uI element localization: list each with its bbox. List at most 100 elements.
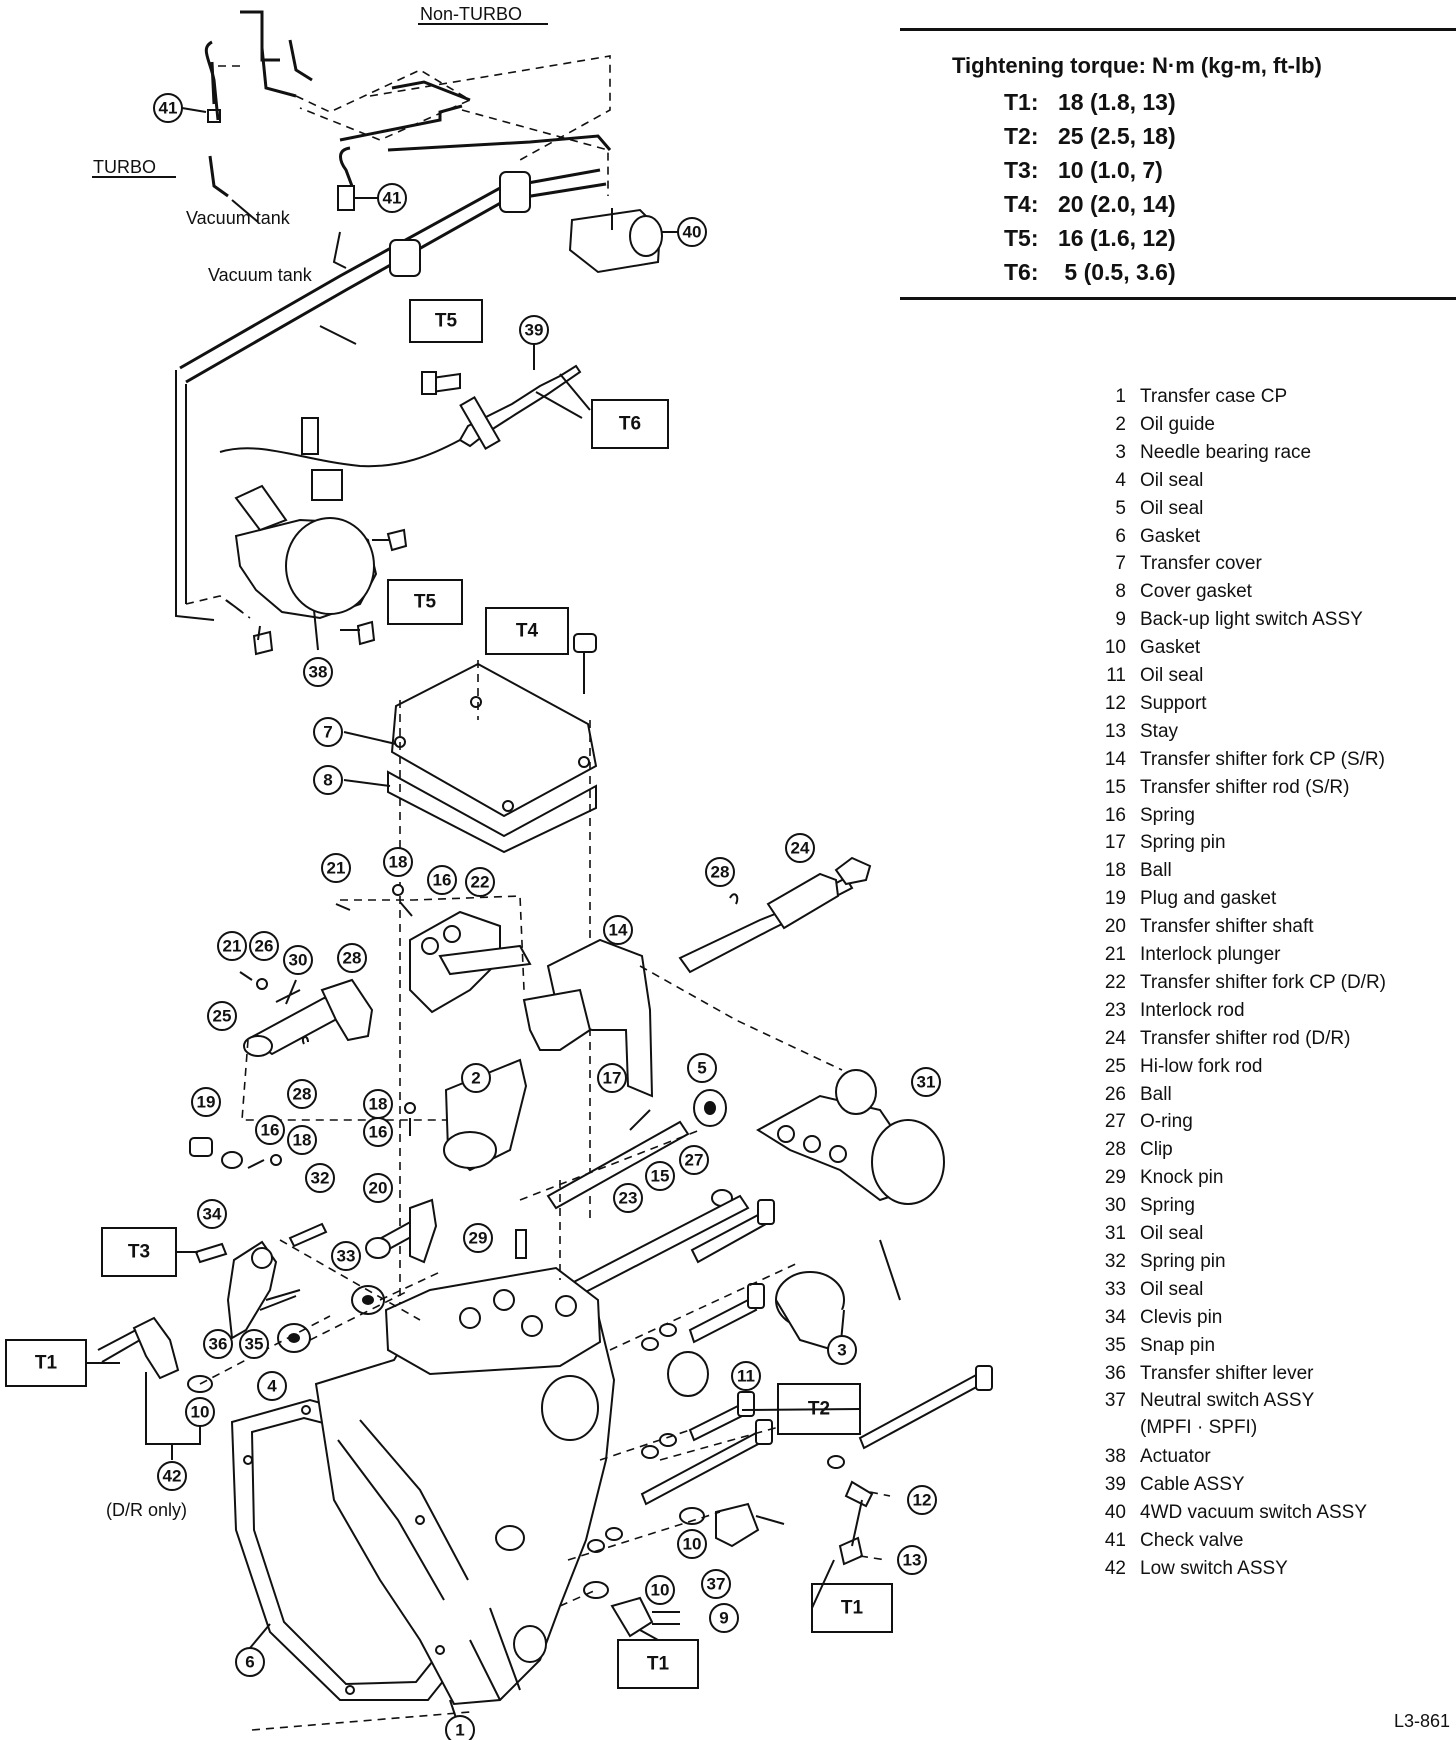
svg-text:6: 6	[245, 1653, 254, 1672]
legend-item: 30 Spring	[1090, 1195, 1195, 1217]
legend-item-text: Spring	[1140, 1195, 1195, 1217]
legend-item-text: Gasket	[1140, 525, 1201, 547]
svg-text:11: 11	[737, 1367, 755, 1386]
legend-item-text: Clevis pin	[1140, 1306, 1223, 1328]
cable-t6-leaders	[535, 373, 591, 419]
legend-item: 28 Clip	[1090, 1139, 1173, 1161]
cover-gasket-group	[343, 633, 598, 1320]
case-port	[495, 1525, 525, 1551]
shifter-rod-15	[546, 1120, 690, 1210]
legend-item-text: Spring pin	[1140, 832, 1226, 854]
svg-text:1: 1	[455, 1721, 464, 1740]
torque-row-t6: T6: 5 (0.5, 3.6)	[1004, 259, 1176, 286]
callout-42	[157, 1461, 187, 1491]
low-switch-wire	[97, 1329, 141, 1363]
legend-item-number: 38	[1104, 1446, 1126, 1468]
torque-value: 10 (1.0, 7)	[1058, 157, 1163, 183]
legend-item-text: O-ring	[1140, 1111, 1193, 1133]
fork-22-hole-b	[443, 925, 461, 943]
spring-pin-17	[629, 1109, 651, 1131]
legend-item-text: Transfer shifter lever	[1140, 1362, 1314, 1384]
torque-tag-t5-lower-text: T5	[414, 592, 437, 613]
legend-item-text: Transfer cover	[1140, 553, 1262, 575]
vacuum-tank-label-1: Vacuum tank	[186, 208, 291, 228]
callout-22	[465, 867, 495, 897]
shifter-rod-24-clevis	[834, 856, 872, 886]
torque-value: 18 (1.8, 13)	[1058, 89, 1176, 115]
svg-text:28: 28	[711, 863, 730, 882]
oil-seal-4-bore	[288, 1333, 300, 1343]
case-lower-ribs	[469, 1607, 521, 1701]
gasket-hole-1	[243, 1455, 253, 1465]
vacuum-switch-port	[629, 215, 663, 257]
actuator-callout-line	[313, 609, 319, 651]
bolt-head-t5-upper	[421, 371, 437, 395]
legend-item-number: 22	[1104, 971, 1126, 993]
ball-18-upper	[392, 884, 404, 896]
legend-item-text: Ball	[1140, 860, 1172, 882]
legend-item-text: Knock pin	[1140, 1167, 1224, 1189]
legend-item-number: 35	[1104, 1334, 1126, 1356]
legend-item-text: Clip	[1140, 1139, 1173, 1161]
svg-text:16: 16	[261, 1121, 280, 1140]
actuator-cable-group	[185, 364, 591, 656]
legend-item-number: 13	[1104, 720, 1126, 742]
callout-19	[191, 1087, 221, 1117]
torque-tag-t6	[591, 399, 669, 449]
callout-2	[461, 1063, 491, 1093]
cable-line	[219, 439, 461, 468]
svg-text:4: 4	[267, 1377, 277, 1396]
case-boss-4	[555, 1295, 577, 1317]
legend-item-text: Spring pin	[1140, 1250, 1226, 1272]
legend-item-number: 3	[1115, 441, 1126, 463]
case-dash-4	[559, 1589, 597, 1607]
bracket-tab	[319, 325, 357, 345]
actuator-dash	[185, 595, 251, 619]
pipe-elbow	[339, 146, 354, 187]
bracket-hole-1	[777, 1125, 795, 1143]
legend-item-text: Cover gasket	[1140, 581, 1252, 603]
plug-19	[189, 1137, 213, 1157]
legend-item-text: Oil seal	[1140, 497, 1204, 519]
turbo-label: TURBO	[93, 157, 156, 177]
callout-24	[785, 833, 815, 863]
callout-23	[613, 1183, 643, 1213]
race-3-sleeve	[775, 1299, 845, 1354]
callout-26	[249, 931, 279, 961]
callout-10-backup	[645, 1575, 675, 1605]
svg-text:41: 41	[159, 99, 178, 118]
svg-text:9: 9	[719, 1609, 728, 1628]
svg-text:10: 10	[683, 1535, 702, 1554]
legend-item-number: 33	[1104, 1278, 1126, 1300]
oil-seal-31-housing	[871, 1119, 945, 1205]
neutral-switch-wire	[755, 1515, 785, 1525]
bolt-long-2-head	[975, 1365, 993, 1391]
low-switch-42	[132, 1316, 180, 1380]
svg-text:22: 22	[471, 873, 490, 892]
legend-item-number: 28	[1104, 1139, 1126, 1161]
legend-item-number: 30	[1104, 1195, 1126, 1217]
legend-item-text: 4WD vacuum switch ASSY	[1140, 1502, 1368, 1523]
torque-value: 16 (1.6, 12)	[1058, 225, 1176, 251]
callout-38	[303, 657, 333, 687]
legend-item-number: 7	[1115, 553, 1126, 575]
case-lower-boss	[513, 1625, 547, 1663]
callout-12	[907, 1485, 937, 1515]
svg-text:17: 17	[603, 1069, 622, 1088]
callout-3	[827, 1335, 857, 1365]
callout-16-lower	[255, 1115, 285, 1145]
callout-14	[603, 915, 633, 945]
gasket-hole-3	[415, 1515, 425, 1525]
turbo-hose-lead	[231, 199, 259, 223]
torque-row-t2: T2:25 (2.5, 18)	[1004, 123, 1176, 150]
stay-link	[851, 1499, 863, 1547]
fork-rod-25-head	[320, 978, 374, 1042]
